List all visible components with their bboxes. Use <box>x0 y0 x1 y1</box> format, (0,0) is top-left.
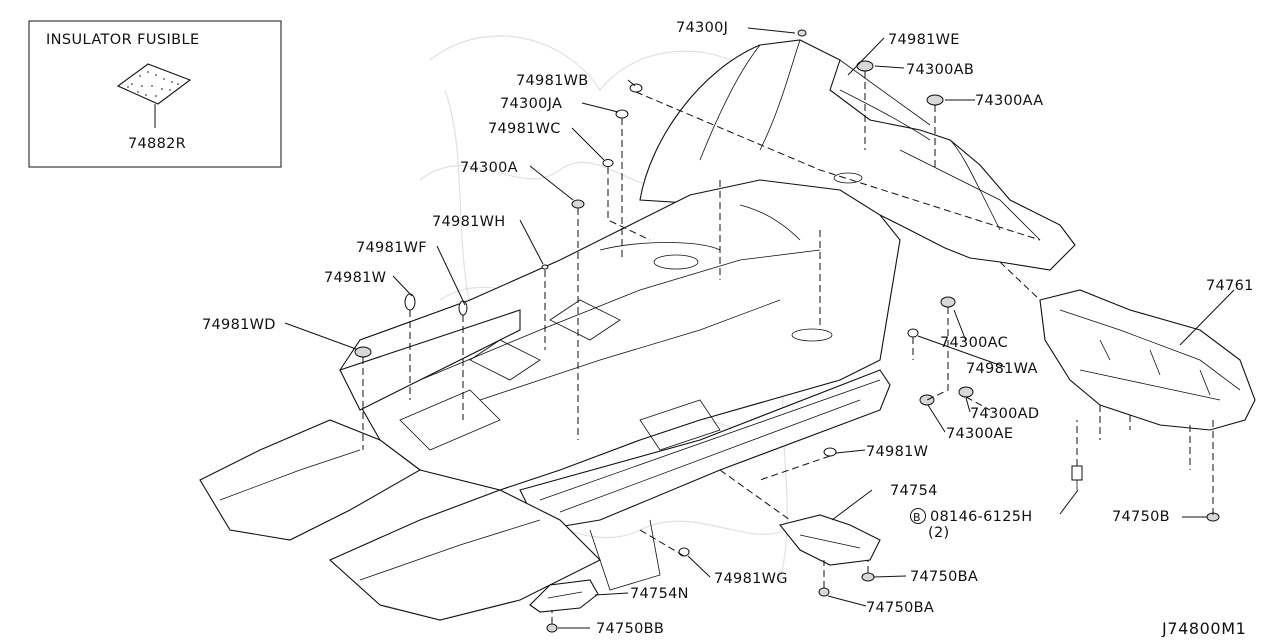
label-74750BB: 74750BB <box>596 621 664 637</box>
label-74300AA: 74300AA <box>975 93 1043 109</box>
label-74981W-left: 74981W <box>324 270 386 286</box>
label-74300AE: 74300AE <box>946 426 1013 442</box>
label-74300JA: 74300JA <box>500 96 562 112</box>
label-74750BA-lower: 74750BA <box>866 600 934 616</box>
label-74981WB: 74981WB <box>516 73 589 89</box>
left-sill <box>339 309 521 411</box>
label-74981WH: 74981WH <box>432 214 505 230</box>
bolt-symbol-letter: B <box>913 511 921 524</box>
bracket-74754N <box>529 579 599 613</box>
floor-hole <box>833 172 863 184</box>
floor-body <box>199 39 1076 621</box>
label-74300AD: 74300AD <box>970 406 1039 422</box>
label-74981WC: 74981WC <box>488 121 561 137</box>
label-74750BA-upper: 74750BA <box>910 569 978 585</box>
label-74981WE: 74981WE <box>888 32 960 48</box>
part-labels: 74300J 74981WE 74981WB 74300AB 74300JA 7… <box>202 20 1254 637</box>
insulator-pad-icon <box>116 63 192 105</box>
label-74882R: 74882R <box>128 136 186 152</box>
drawing-code: J74800M1 <box>1161 619 1246 637</box>
inset-title: INSULATOR FUSIBLE <box>46 32 200 48</box>
label-74754: 74754 <box>890 483 938 499</box>
label-74300J: 74300J <box>676 20 728 36</box>
label-74981WA: 74981WA <box>966 361 1038 377</box>
label-74981WG: 74981WG <box>714 571 788 587</box>
label-08146-6125H: 08146-6125H <box>930 509 1032 525</box>
leader-lines <box>284 27 1235 629</box>
label-08146-qty: (2) <box>928 525 949 541</box>
inset-insulator-fusible: INSULATOR FUSIBLE 74882R <box>28 20 282 168</box>
label-74981WF: 74981WF <box>356 240 427 256</box>
bolt-symbol: B <box>910 508 926 524</box>
insulator-dots <box>127 71 179 97</box>
label-74300A: 74300A <box>460 160 518 176</box>
inset-frame <box>28 20 282 168</box>
label-74300AB: 74300AB <box>906 62 974 78</box>
label-74761: 74761 <box>1206 278 1254 294</box>
front-rail-left <box>199 419 421 541</box>
floor-hole <box>653 254 699 270</box>
rear-under-cover <box>1039 289 1256 431</box>
label-74754N: 74754N <box>630 586 689 602</box>
install-lines <box>362 71 1214 624</box>
label-74750B: 74750B <box>1112 509 1170 525</box>
label-74981WD: 74981WD <box>202 317 276 333</box>
label-74300AC: 74300AC <box>940 335 1008 351</box>
floor-hole <box>791 328 833 342</box>
label-74981W-right: 74981W <box>866 444 928 460</box>
under-cover-74754 <box>779 514 881 566</box>
